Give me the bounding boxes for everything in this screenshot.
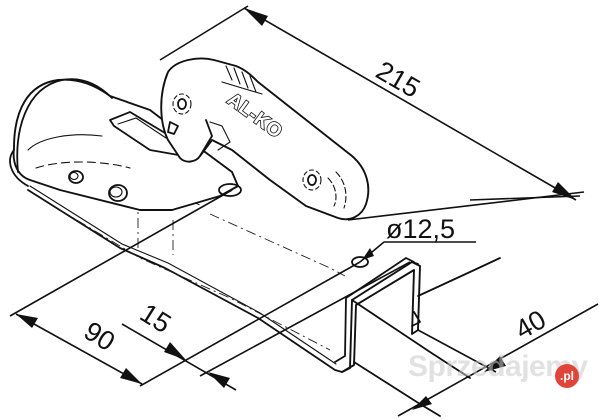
dimension-hole-diameter: ø12,5	[359, 214, 476, 263]
dimension-40-label: 40	[510, 304, 551, 345]
mounting-bracket	[27, 185, 501, 417]
hole-diameter-label: ø12,5	[386, 214, 455, 244]
dimension-215-label: 215	[371, 55, 425, 104]
dimension-90: 90	[9, 189, 361, 387]
dimension-15-label: 15	[135, 298, 176, 339]
dimension-90-label: 90	[79, 316, 120, 357]
watermark-badge: .pl	[555, 364, 579, 388]
coupling-lever: AL-KO	[160, 57, 370, 221]
